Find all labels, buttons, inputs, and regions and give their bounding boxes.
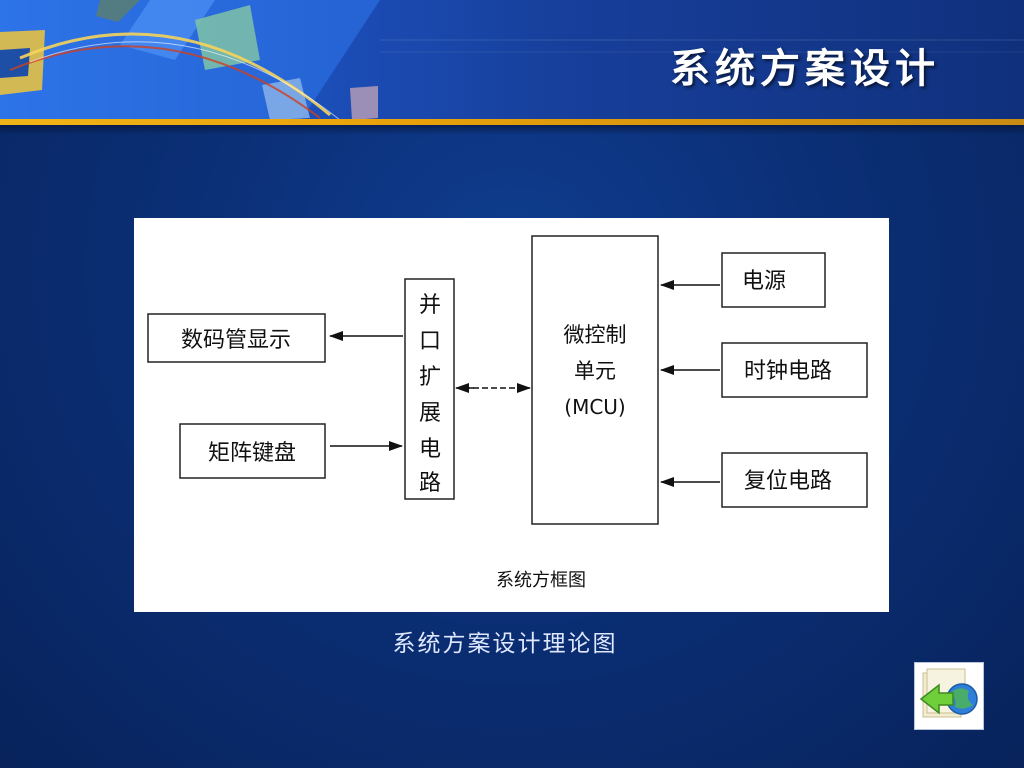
block-diagram-panel: 数码管显示 矩阵键盘 并 口 扩 展 电 路 微控制 单元 (MCU) 电源 时… xyxy=(134,218,889,612)
back-navigation-button[interactable] xyxy=(914,662,984,730)
back-arrow-globe-icon xyxy=(919,668,978,718)
clock-block xyxy=(721,342,868,398)
parallel-expansion-char-1: 并 xyxy=(419,293,441,318)
parallel-expansion-char-4: 展 xyxy=(419,401,441,426)
parallel-expansion-block xyxy=(404,278,455,500)
display-label: 数码管显示 xyxy=(181,328,291,353)
mcu-label-line-2: 单元 xyxy=(574,359,616,383)
parallel-expansion-char-6: 路 xyxy=(419,471,441,496)
banner-shadow xyxy=(0,125,1024,135)
reset-block xyxy=(721,452,868,508)
mcu-block xyxy=(531,235,659,525)
power-block xyxy=(721,252,826,308)
banner-decoration xyxy=(0,0,1024,122)
mcu-label-line-3: (MCU) xyxy=(564,395,625,419)
parallel-expansion-char-5: 电 xyxy=(419,437,441,462)
parallel-expansion-char-2: 口 xyxy=(419,329,441,354)
page-title: 系统方案设计 xyxy=(670,45,940,92)
mcu-label-line-1: 微控制 xyxy=(564,323,627,347)
diagram-caption: 系统方框图 xyxy=(496,570,586,591)
header-banner: 系统方案设计 xyxy=(0,0,1024,122)
parallel-expansion-char-3: 扩 xyxy=(419,365,441,390)
clock-label: 时钟电路 xyxy=(744,359,832,384)
power-label: 电源 xyxy=(742,269,786,294)
keyboard-label: 矩阵键盘 xyxy=(208,441,296,466)
reset-label: 复位电路 xyxy=(744,469,832,494)
keyboard-block xyxy=(179,423,326,479)
block-diagram: 数码管显示 矩阵键盘 并 口 扩 展 电 路 微控制 单元 (MCU) 电源 时… xyxy=(147,235,868,591)
slide-caption: 系统方案设计理论图 xyxy=(392,631,618,657)
display-block xyxy=(147,313,326,363)
banner-accent-stripe xyxy=(0,119,1024,125)
